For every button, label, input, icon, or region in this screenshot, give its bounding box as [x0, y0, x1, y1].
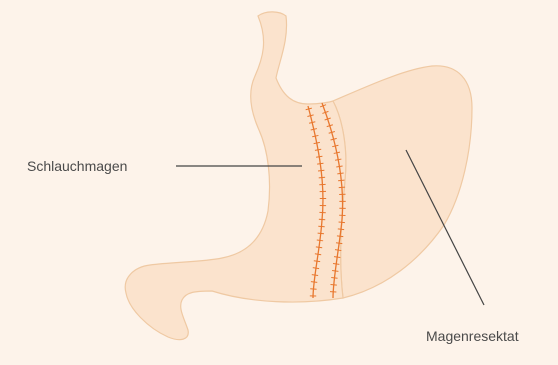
staple-tick	[319, 177, 325, 178]
staple-tick	[330, 285, 336, 286]
resected-label: Magenresektat	[426, 328, 519, 344]
staple-tick	[318, 226, 324, 227]
staple-tick	[319, 219, 325, 220]
sleeve-label: Schlauchmagen	[27, 158, 127, 174]
staple-tick	[318, 233, 324, 234]
resected-stomach-part	[333, 66, 472, 298]
staple-tick	[338, 180, 344, 181]
staple-tick	[339, 222, 345, 223]
